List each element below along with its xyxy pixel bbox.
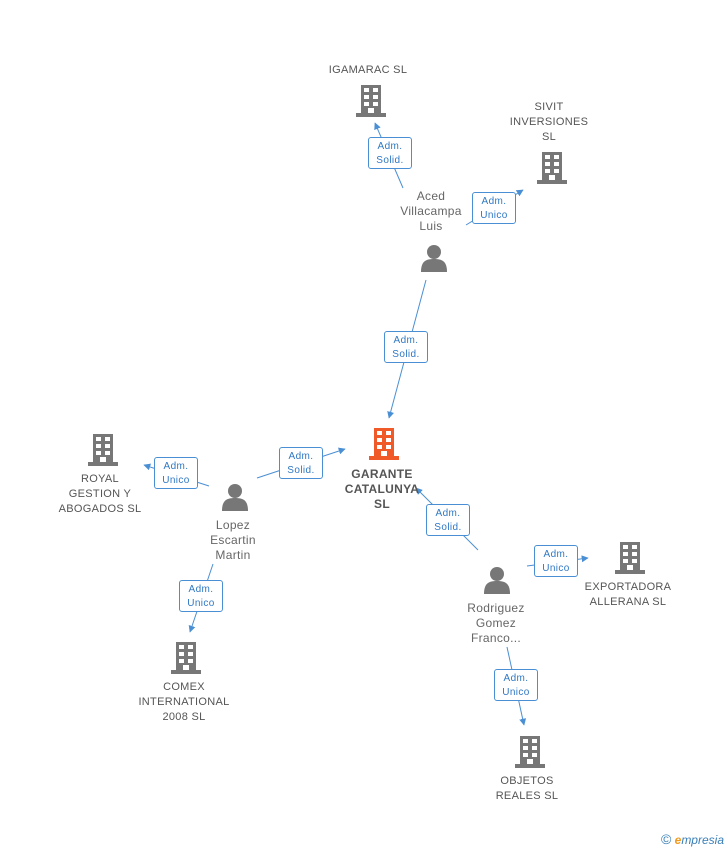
relation-badge-aced-igamarac[interactable]: Adm. Solid. [368,137,412,169]
building-icon[interactable] [171,642,201,674]
building-icon[interactable] [356,85,386,117]
relation-badge-rodriguez-objetos[interactable]: Adm. Unico [494,669,538,701]
node-label-exportadora[interactable]: EXPORTADORA ALLERANA SL [584,581,672,608]
brand-initial: e [674,833,682,847]
relation-badge-rodriguez-exportadora[interactable]: Adm. Unico [534,545,578,577]
relation-badge-lopez-comex[interactable]: Adm. Unico [179,580,223,612]
building-icon[interactable] [369,428,399,460]
node-label-igamarac[interactable]: IGAMARAC SL [328,64,408,76]
node-label-lopez[interactable]: Lopez Escartin Martin [210,518,256,562]
copyright-icon: © [660,831,672,847]
building-icon[interactable] [615,542,645,574]
relation-badge-lopez-garante[interactable]: Adm. Solid. [279,447,323,479]
node-label-rodriguez[interactable]: Rodriguez Gomez Franco... [467,601,525,645]
building-icon[interactable] [537,152,567,184]
node-label-royal[interactable]: ROYAL GESTION Y ABOGADOS SL [58,473,142,515]
node-label-sivit[interactable]: SIVIT INVERSIONES SL [509,101,589,143]
brand-name: mpresia [681,833,724,847]
node-label-garante[interactable]: GARANTE CATALUNYA SL [344,467,420,511]
person-icon[interactable] [222,484,248,511]
node-label-aced[interactable]: Aced Villacampa Luis [400,189,462,233]
node-label-comex[interactable]: COMEX INTERNATIONAL 2008 SL [138,681,230,723]
relation-badge-rodriguez-garante[interactable]: Adm. Solid. [426,504,470,536]
person-icon[interactable] [484,567,510,594]
footer-brand[interactable]: © empresia [661,831,724,847]
relation-badge-lopez-royal[interactable]: Adm. Unico [154,457,198,489]
node-label-objetos[interactable]: OBJETOS REALES SL [495,775,559,802]
relation-badge-aced-garante[interactable]: Adm. Solid. [384,331,428,363]
building-icon[interactable] [515,736,545,768]
relation-badge-aced-sivit[interactable]: Adm. Unico [472,192,516,224]
building-icon[interactable] [88,434,118,466]
person-icon[interactable] [421,245,447,272]
nodes-icons [88,85,645,768]
